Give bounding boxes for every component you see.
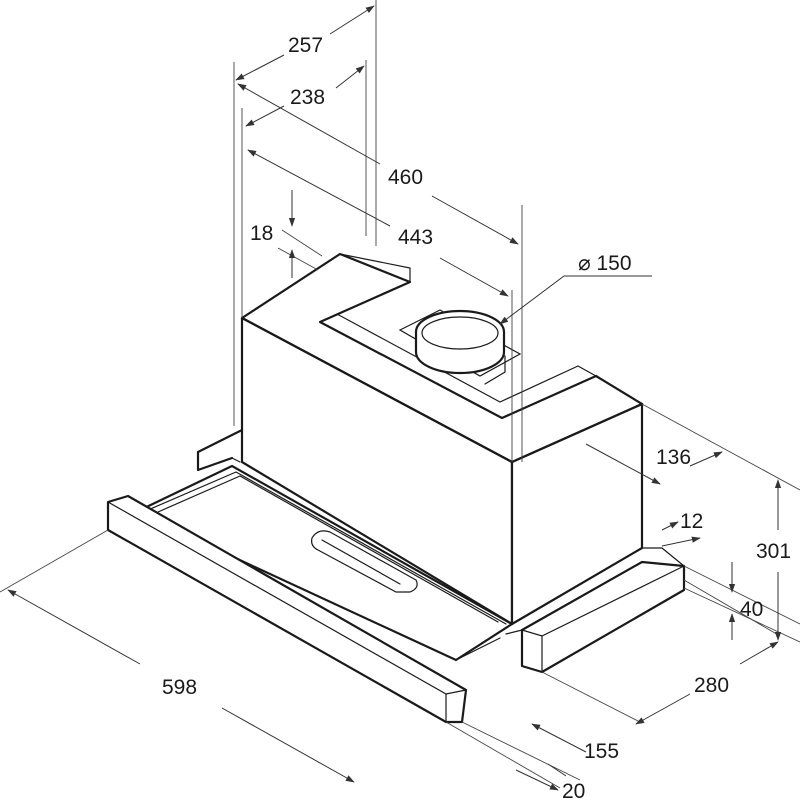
dim-label-155: 155: [584, 740, 619, 763]
dim-label-443: 443: [398, 226, 433, 249]
dim-label-18: 18: [250, 222, 273, 245]
duct-collar: [398, 309, 522, 377]
dim-label-301: 301: [756, 540, 791, 563]
left-rail: [196, 428, 244, 472]
dimension-labels: 257 238 460 443 18 ⌀ 150 136 12 301 40 2…: [162, 34, 791, 803]
dim-label-12: 12: [680, 510, 703, 533]
right-rail-block: [455, 547, 686, 674]
dim-label-598: 598: [162, 676, 197, 699]
dim-label-238: 238: [290, 86, 325, 109]
dimension-lines: [7, 5, 782, 791]
hood-top-face: [240, 252, 644, 464]
dim-label-257: 257: [288, 34, 323, 57]
dim-label-40: 40: [740, 598, 763, 621]
dim-label-duct-diameter: ⌀ 150: [578, 252, 632, 275]
dim-label-20: 20: [562, 780, 585, 800]
hood-body: [240, 252, 644, 626]
dim-label-136: 136: [656, 446, 691, 469]
dim-label-460: 460: [388, 166, 423, 189]
dim-label-280: 280: [694, 674, 729, 697]
